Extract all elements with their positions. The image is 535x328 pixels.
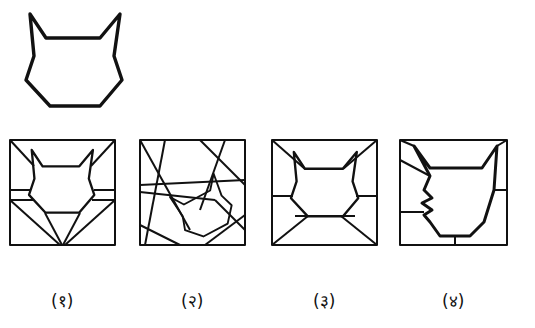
option-number: (१)	[51, 289, 73, 312]
option-number: (२)	[181, 289, 203, 312]
option-figure-1	[10, 140, 115, 245]
option-figure-2	[140, 140, 245, 245]
option-figure-3	[272, 140, 377, 245]
option-figure-4	[400, 140, 507, 245]
question-figure	[26, 14, 122, 106]
option-number: (४)	[442, 289, 464, 312]
option-number: (३)	[313, 289, 335, 312]
